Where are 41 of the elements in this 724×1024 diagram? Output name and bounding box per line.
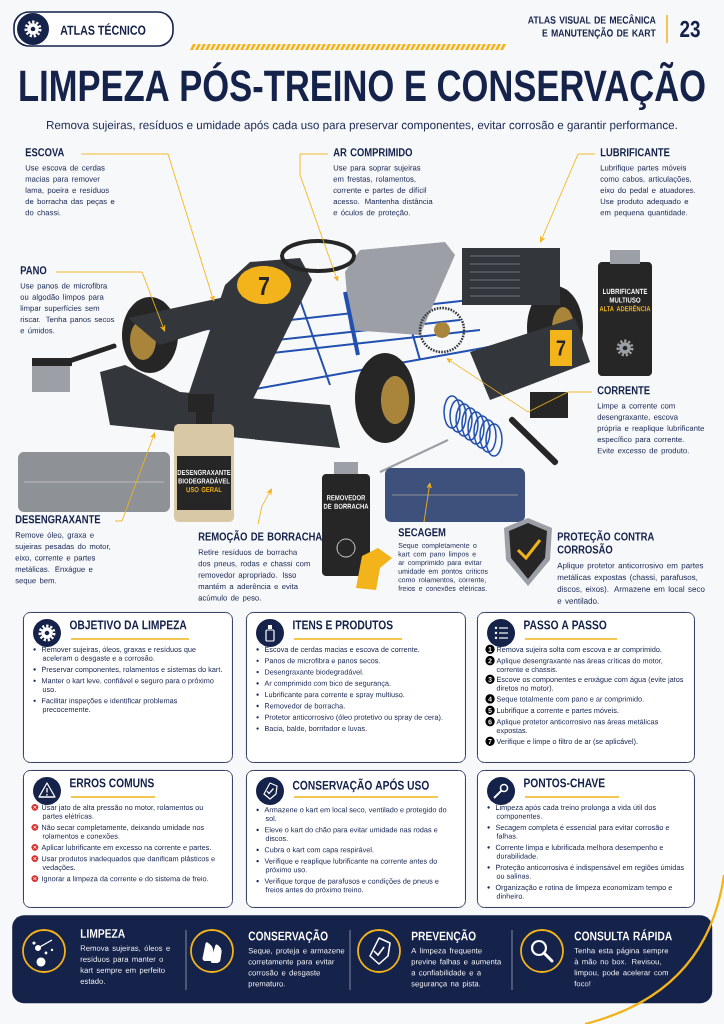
info-panel bbox=[23, 770, 233, 908]
subtitle: Remova sujeiras, resíduos e umidade após cada uso para preservar componentes, evitar corrosão e garantir performance. bbox=[47, 120, 677, 132]
footer-heading: PREVENÇÃO bbox=[411, 929, 476, 943]
callout-heading: REMOÇÃO DE BORRACHA bbox=[198, 530, 322, 543]
leader-line bbox=[539, 153, 596, 243]
panel-heading: CONSERVAÇÃO APÓS USO bbox=[292, 778, 429, 793]
title: LIMPEZA PÓS-TREINO E CONSERVAÇÃO bbox=[20, 61, 705, 111]
callout-heading: SECAGEM bbox=[398, 528, 446, 537]
callout-heading: CORRENTE bbox=[597, 386, 650, 395]
info-panel bbox=[477, 612, 695, 763]
info-panel bbox=[246, 770, 466, 908]
leader-line bbox=[55, 271, 166, 332]
leader-line bbox=[257, 488, 272, 525]
footer-heading: CONSERVAÇÃO bbox=[248, 929, 328, 943]
leader-line bbox=[446, 358, 593, 413]
leader-line bbox=[299, 153, 339, 282]
info-panel bbox=[23, 612, 233, 763]
callout-heading: LUBRIFICANTE bbox=[600, 148, 670, 157]
panel-heading: ERROS COMUNS bbox=[70, 778, 154, 788]
footer-heading: CONSULTA RÁPIDA bbox=[574, 929, 672, 941]
footer-band bbox=[12, 915, 713, 1004]
callout-heading: AR COMPRIMIDO bbox=[333, 148, 413, 157]
callout-heading: PANO bbox=[20, 266, 47, 275]
leader-line bbox=[80, 153, 215, 302]
panel-heading: PONTOS-CHAVE bbox=[524, 778, 605, 788]
footer-heading: LIMPEZA bbox=[80, 929, 125, 938]
callout-text: Aplique protetor anticorrosivo em partes metálicas expostas (chassi, parafusos, discos, eixos). Armazene em local seco e ventilado. bbox=[557, 562, 705, 604]
page-number: 23 bbox=[680, 20, 700, 38]
callout-heading: ESCOVA bbox=[25, 148, 65, 157]
callout-heading: DESENGRAXANTE bbox=[15, 515, 101, 524]
panel-heading: OBJETIVO DA LIMPEZA bbox=[69, 620, 187, 630]
label: 7 bbox=[556, 340, 566, 356]
label: 7 bbox=[258, 277, 269, 295]
leader-line bbox=[114, 432, 156, 522]
info-panel bbox=[246, 612, 466, 763]
info-panel bbox=[477, 770, 695, 908]
leader-line bbox=[423, 482, 432, 523]
callout-heading: PROTEÇÃO CONTRA CORROSÃO bbox=[557, 530, 655, 554]
panel-heading: ITENS E PRODUTOS bbox=[293, 620, 393, 630]
header-text: ATLAS VISUAL DE MECÂNICA E MANUTENÇÃO DE KART bbox=[528, 14, 656, 39]
panel-heading: PASSO A PASSO bbox=[524, 620, 607, 630]
